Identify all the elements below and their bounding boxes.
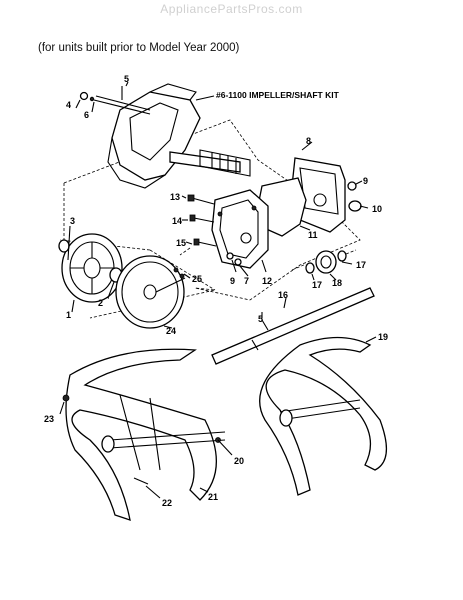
- part-number: 12: [262, 276, 272, 286]
- part-number: 21: [208, 492, 218, 502]
- part-number: 17: [356, 260, 366, 270]
- part-number: 14: [172, 216, 182, 226]
- kit-leader-line: [195, 95, 215, 101]
- part-number: 3: [70, 216, 75, 226]
- part-number: 10: [372, 204, 382, 214]
- part-number: 17: [312, 280, 322, 290]
- leader-lines: [59, 81, 377, 499]
- part-number: 9: [230, 276, 235, 286]
- part-number: 1: [66, 310, 71, 320]
- diagram-caption: (for units built prior to Model Year 200…: [38, 42, 240, 54]
- part-number: 2: [98, 298, 103, 308]
- housing-washers: [226, 252, 242, 266]
- auger-fasteners: [62, 394, 221, 485]
- worm-gear: [291, 249, 357, 274]
- housing-bolts: [187, 194, 217, 247]
- part-number: 19: [378, 332, 388, 342]
- part-number: 4: [66, 100, 71, 110]
- pulley-assembly: [58, 233, 123, 303]
- part-number: 11: [308, 230, 318, 240]
- part-number: 6: [84, 110, 89, 120]
- auger-shaft: [211, 287, 375, 365]
- part-number: 5: [258, 314, 263, 324]
- gear-housing: [211, 189, 269, 269]
- part-number: 7: [244, 276, 249, 286]
- part-number: 5: [124, 74, 129, 84]
- auger-left: [65, 348, 226, 521]
- top-fasteners: [79, 86, 123, 102]
- part-number: 13: [170, 192, 180, 202]
- kit-label: #6-1100 IMPELLER/SHAFT KIT: [216, 90, 340, 100]
- part-number: 22: [162, 498, 172, 508]
- part-number: 23: [44, 414, 54, 424]
- part-number: 18: [332, 278, 342, 288]
- auger-right: [259, 336, 387, 496]
- part-number: 24: [166, 326, 176, 336]
- part-number: 9: [363, 176, 368, 186]
- watermark: AppliancePartsPros.com: [160, 2, 303, 16]
- part-number: 20: [234, 456, 244, 466]
- part-number: 16: [278, 290, 288, 300]
- gear-case-cover: [257, 157, 346, 237]
- drive-pulley: [115, 255, 186, 329]
- part-number: 8: [306, 136, 311, 146]
- bearing-right: [347, 181, 362, 212]
- part-number-labels: 1 2 3 4 5 5 6 7 8 9 9 10 11 12 13 14 15 …: [44, 74, 388, 508]
- part-number: 25: [192, 274, 202, 284]
- part-number: 15: [176, 238, 186, 248]
- impeller-shaft-assembly: [93, 83, 251, 189]
